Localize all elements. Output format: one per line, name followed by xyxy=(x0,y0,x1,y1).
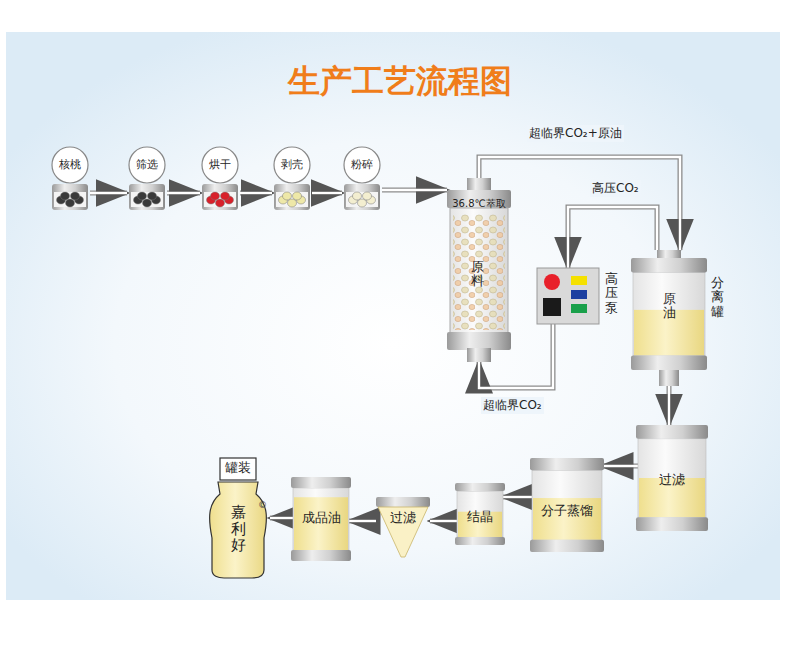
node-label: 36.8℃萃取 xyxy=(447,198,511,209)
can-node: 烘干 xyxy=(200,146,240,214)
can-node: 粉碎 xyxy=(342,146,382,214)
shape-art xyxy=(455,483,505,545)
node-label: 分子蒸馏 xyxy=(532,504,602,518)
mark-symbol: © xyxy=(258,500,267,510)
can-node: 筛选 xyxy=(127,146,167,214)
sep-node: 分离罐 原油 xyxy=(633,250,729,386)
tank-node: 过滤 xyxy=(638,425,706,531)
tank-node: 分子蒸馏 xyxy=(532,458,602,552)
pipe-connector xyxy=(240,191,272,196)
node-outline xyxy=(272,146,312,214)
shape-art xyxy=(274,147,310,210)
node-label: 过滤 xyxy=(376,511,430,525)
edge-label: 超临界CO₂ xyxy=(481,397,544,414)
pipe-inner xyxy=(382,189,447,191)
shape-art xyxy=(530,458,604,552)
pipe-connector xyxy=(349,519,376,524)
node-label: 过滤 xyxy=(638,473,706,487)
node-label: 嘉利好 xyxy=(231,504,246,554)
node-label: 筛选 xyxy=(127,159,167,171)
bottle-node: 罐装嘉利好 xyxy=(206,458,270,578)
shape-art xyxy=(447,178,511,362)
node-label: 分离罐 xyxy=(711,276,724,319)
tank-node: 结晶 xyxy=(457,483,503,545)
background-panel xyxy=(6,32,780,600)
node-label: 罐装 xyxy=(206,461,270,475)
edge-label: 超临界CO₂+原油 xyxy=(527,125,624,142)
node-label: 烘干 xyxy=(200,159,240,171)
pump-node: 高压泵 xyxy=(537,268,629,324)
node-label: 核桃 xyxy=(50,159,90,171)
node-outline xyxy=(200,146,240,214)
tank-node: 成品油 xyxy=(293,477,349,561)
pipe-connector xyxy=(667,386,672,425)
pipe-connector xyxy=(312,191,342,196)
node-label: 原油 xyxy=(663,292,676,321)
pipe-connector xyxy=(503,495,532,500)
node-label: 成品油 xyxy=(293,511,349,525)
node-label: 剥壳 xyxy=(272,159,312,171)
pipe-connector xyxy=(167,191,200,196)
shape-art xyxy=(537,268,599,324)
pipe-connector xyxy=(382,188,447,193)
pipe-connector xyxy=(602,464,638,469)
diagram-title: 生产工艺流程图 xyxy=(0,60,800,104)
node-outline xyxy=(342,146,382,214)
shape-art xyxy=(291,477,351,561)
shape-art xyxy=(52,147,88,210)
pipe-inner xyxy=(349,520,376,522)
pipe-inner xyxy=(240,192,272,194)
node-label: 粉碎 xyxy=(342,159,382,171)
node-outline xyxy=(127,146,167,214)
node-label: 结晶 xyxy=(457,510,503,524)
shape-art xyxy=(344,147,380,210)
shape-art xyxy=(376,497,430,557)
shape-art xyxy=(129,147,165,210)
can-node: 剥壳 xyxy=(272,146,312,214)
funnel-node: 过滤 xyxy=(376,497,430,557)
edge-label: 高压CO₂ xyxy=(590,180,641,197)
node-label: 原料 xyxy=(471,260,484,289)
pipe-inner xyxy=(270,517,293,519)
shape-art xyxy=(636,425,708,531)
shape-art xyxy=(631,250,707,386)
pipe-inner xyxy=(167,192,200,194)
column-node: 36.8℃萃取原料 xyxy=(447,178,511,362)
pipe-inner xyxy=(503,496,532,498)
shape-art xyxy=(210,458,267,578)
node-outline xyxy=(50,146,90,214)
node-outline xyxy=(376,497,430,557)
pipe-inner xyxy=(312,192,342,194)
pipe-inner xyxy=(668,386,670,425)
shape-art xyxy=(202,147,238,210)
node-label: 高压泵 xyxy=(605,272,618,315)
pipe-connector xyxy=(90,191,127,196)
pipe-inner xyxy=(430,520,457,522)
pipe-connector xyxy=(270,516,293,521)
pipe-inner xyxy=(90,192,127,194)
can-node: 核桃 xyxy=(50,146,90,214)
pipe-connector xyxy=(430,519,457,524)
pipe-inner xyxy=(602,465,638,467)
